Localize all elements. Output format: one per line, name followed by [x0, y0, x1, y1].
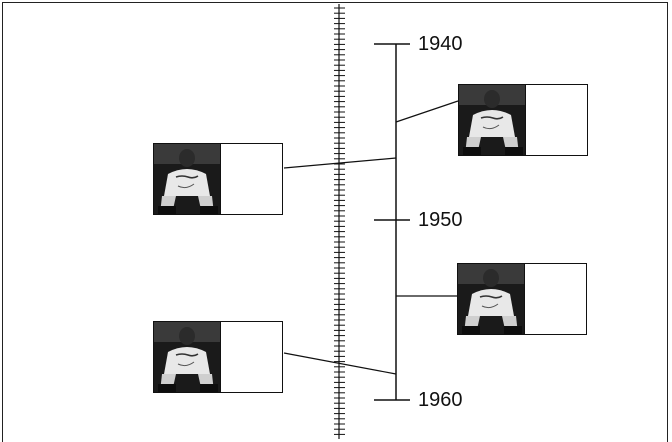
connector-entry-2	[283, 157, 397, 169]
baseball-player-icon	[458, 264, 524, 334]
baseball-player-icon	[154, 144, 220, 214]
connector-entry-4	[283, 352, 397, 375]
card-text-area[interactable]	[525, 85, 587, 155]
player-photo	[459, 85, 525, 155]
baseball-player-icon	[154, 322, 220, 392]
baseball-player-icon	[459, 85, 525, 155]
card-text-area[interactable]	[220, 144, 282, 214]
connector-entry-1	[395, 100, 459, 123]
player-photo	[154, 144, 220, 214]
year-label-1950: 1950	[418, 209, 463, 231]
card-text-area[interactable]	[524, 264, 586, 334]
spiral-binding	[334, 4, 345, 439]
year-label-1960: 1960	[418, 389, 463, 411]
player-photo	[154, 322, 220, 392]
timeline-card-1[interactable]	[458, 84, 588, 156]
timeline-card-3[interactable]	[457, 263, 587, 335]
player-photo	[458, 264, 524, 334]
year-label-1940: 1940	[418, 33, 463, 55]
card-text-area[interactable]	[220, 322, 282, 392]
timeline-card-2[interactable]	[153, 143, 283, 215]
timeline-card-4[interactable]	[153, 321, 283, 393]
